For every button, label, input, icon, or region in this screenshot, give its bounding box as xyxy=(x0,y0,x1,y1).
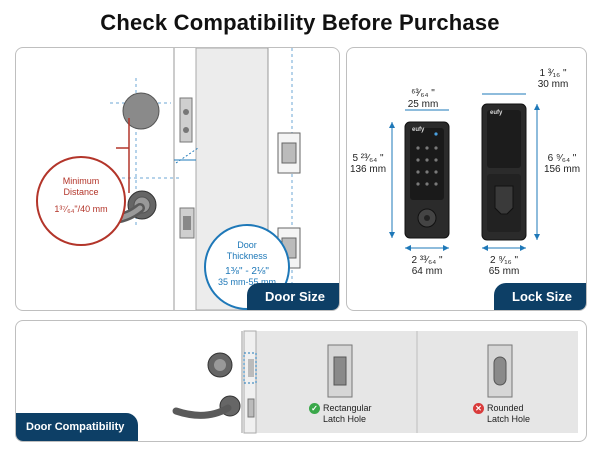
brand-logo-front: eufy xyxy=(412,127,425,133)
rounded-label-2: Latch Hole xyxy=(487,414,531,424)
front-width-label: 2 ³³⁄₆₄ " 64 mm xyxy=(397,255,457,277)
lock-size-panel: eufy eufy ⁶³⁄₆₄ " 25 mm 1 ³⁄₁₆ " 30 mm 5… xyxy=(346,47,587,311)
front-height-mm: 136 mm xyxy=(349,164,387,175)
front-width-mm: 64 mm xyxy=(411,266,443,277)
keypad-width-label: ⁶³⁄₆₄ " 25 mm xyxy=(393,88,453,110)
door-compat-panel: ✓Rectangular Latch Hole ✕Rounded Latch H… xyxy=(15,320,587,442)
rectangular-latch-option: ✓Rectangular Latch Hole xyxy=(309,403,372,424)
brand-logo-back: eufy xyxy=(490,110,503,116)
lock-illustration xyxy=(389,93,540,251)
rectangular-label-1: Rectangular xyxy=(323,403,372,413)
check-icon: ✓ xyxy=(309,403,320,414)
back-depth-label: 1 ³⁄₁₆ " 30 mm xyxy=(523,68,583,90)
door-size-panel: Minimum Distance 1³⁷⁄₆₄"/40 mm Door Thic… xyxy=(15,47,340,311)
back-width-label: 2 ⁹⁄₁₆ " 65 mm xyxy=(474,255,534,277)
door-compat-illustration xyxy=(172,330,578,434)
door-thickness-inch: 1⅜" - 2⅛" xyxy=(225,266,269,277)
tab-door-size: Door Size xyxy=(247,283,339,310)
min-distance-label-1: Minimum xyxy=(62,176,100,186)
tab-lock-size: Lock Size xyxy=(494,283,586,310)
rectangular-label-2: Latch Hole xyxy=(323,414,367,424)
door-thickness-label-1: Door xyxy=(237,240,257,250)
back-width-mm: 65 mm xyxy=(488,266,520,277)
front-width-inch: 2 ³³⁄₆₄ " xyxy=(411,255,443,266)
min-distance-value: 1³⁷⁄₆₄"/40 mm xyxy=(54,204,108,214)
keypad-width-inch: ⁶³⁄₆₄ " xyxy=(411,88,435,99)
front-height-label: 5 ²³⁄₆₄ " 136 mm xyxy=(347,153,389,175)
rounded-label-1: Rounded xyxy=(487,403,524,413)
keypad-width-mm: 25 mm xyxy=(407,99,439,110)
door-thickness-label-2: Thickness xyxy=(226,251,268,261)
cross-icon: ✕ xyxy=(473,403,484,414)
rounded-latch-option: ✕Rounded Latch Hole xyxy=(473,403,530,424)
back-width-inch: 2 ⁹⁄₁₆ " xyxy=(489,255,519,266)
back-depth-inch: 1 ³⁄₁₆ " xyxy=(539,68,567,79)
back-height-mm: 156 mm xyxy=(543,164,581,175)
min-distance-label-2: Distance xyxy=(63,187,99,197)
min-distance-callout: Minimum Distance 1³⁷⁄₆₄"/40 mm xyxy=(36,156,126,246)
back-height-inch: 6 ⁹⁄₆₄ " xyxy=(547,153,577,164)
tab-door-compatibility: Door Compatibility xyxy=(16,413,139,441)
page-title: Check Compatibility Before Purchase xyxy=(100,10,500,35)
back-height-label: 6 ⁹⁄₆₄ " 156 mm xyxy=(540,153,584,175)
back-depth-mm: 30 mm xyxy=(537,79,569,90)
door-size-illustration xyxy=(51,48,301,310)
door-thickness-mm: 35 mm-55 mm xyxy=(217,277,276,287)
front-height-inch: 5 ²³⁄₆₄ " xyxy=(352,153,384,164)
